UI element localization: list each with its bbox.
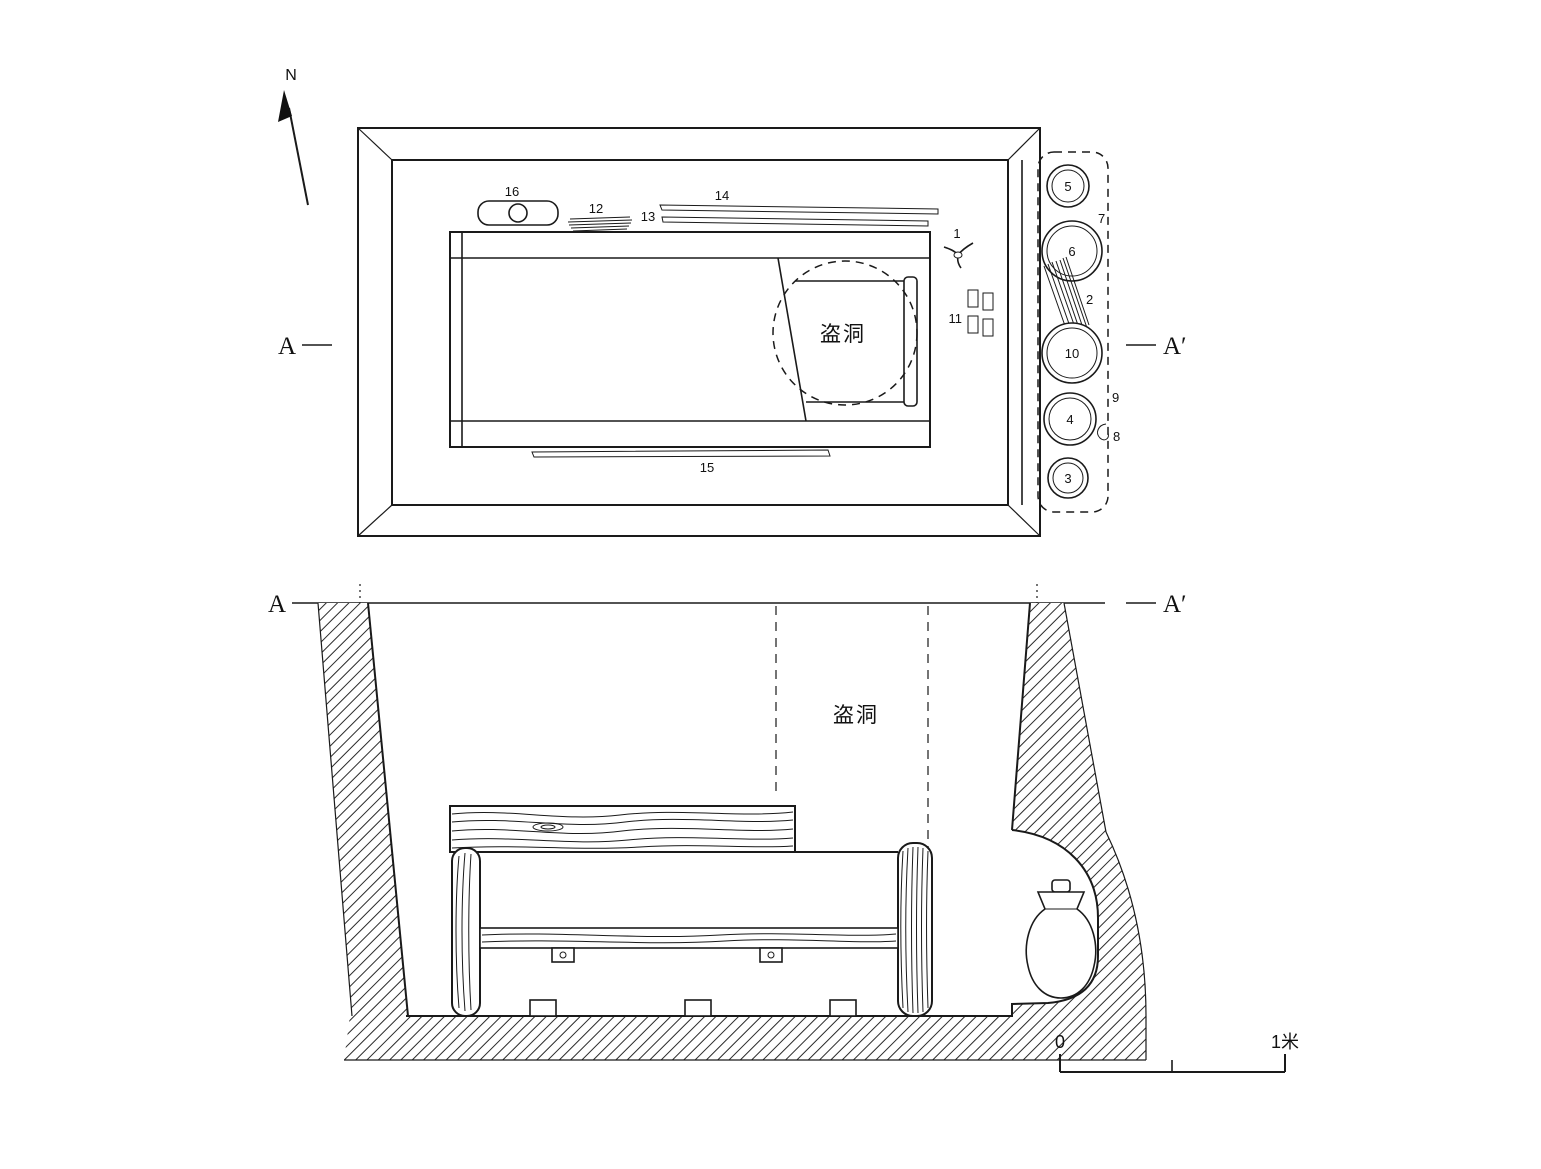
scale-bar: 0 1米 xyxy=(1055,1032,1299,1073)
vessel-5-label: 5 xyxy=(1064,179,1071,194)
niche-outline xyxy=(1037,151,1109,513)
niche-arch-outline xyxy=(1011,829,1099,1016)
north-arrow: N xyxy=(278,67,309,206)
artifact-1-label: 1 xyxy=(953,226,960,241)
floor-earth xyxy=(344,1016,1146,1060)
plan-pit-inner-edge xyxy=(391,159,1009,506)
plank-support-block xyxy=(759,947,783,963)
coffin-foot xyxy=(684,999,712,1017)
north-label: N xyxy=(285,67,297,84)
robber-hole-section: 盗洞 xyxy=(775,606,929,926)
robber-hole-outline xyxy=(772,260,918,406)
niche-pot xyxy=(1025,879,1097,999)
artifact-13: 13 xyxy=(641,209,929,227)
section-label-right: A′ xyxy=(1163,591,1187,618)
vessel-4: 4 xyxy=(1043,392,1097,446)
artifact-12: 12 xyxy=(567,201,633,232)
north-arrow-shaft xyxy=(288,107,309,206)
artifact-14-label: 14 xyxy=(715,188,729,203)
north-arrowhead-icon xyxy=(278,90,292,122)
vessel-4-label: 4 xyxy=(1066,412,1073,427)
broken-lid-edge xyxy=(777,257,807,422)
artifact-13-label: 13 xyxy=(641,209,655,224)
plan-pit-outer-edge xyxy=(357,127,1041,537)
plan-view: A A′ 盗洞 16 12 xyxy=(278,127,1187,537)
robber-hole-label: 盗洞 xyxy=(820,323,866,346)
plan-section-label-left: A xyxy=(278,333,296,360)
coffin-foot xyxy=(529,999,557,1017)
artifact-16-label: 16 xyxy=(505,184,519,199)
robber-hole-plan: 盗洞 xyxy=(772,260,918,406)
item-9-label: 9 xyxy=(1112,390,1119,405)
artifact-16: 16 xyxy=(477,184,559,226)
item-7-label: 7 xyxy=(1098,211,1105,226)
artifact-14: 14 xyxy=(659,188,939,215)
coffin-end-board-plan xyxy=(903,276,918,407)
coffin-bottom-plank xyxy=(479,927,899,949)
artifact-1: 1 xyxy=(943,226,974,269)
plan-section-label-right: A′ xyxy=(1163,333,1187,360)
pot-body xyxy=(1025,891,1097,999)
coffin-foot xyxy=(829,999,857,1017)
artifact-15: 15 xyxy=(531,449,831,475)
scale-unit-label: 1米 xyxy=(1271,1032,1299,1052)
vessel-3-label: 3 xyxy=(1064,471,1071,486)
vessel-6-label: 6 xyxy=(1068,244,1075,259)
artifact-15-label: 15 xyxy=(700,460,714,475)
vessel-10: 10 xyxy=(1041,322,1103,384)
artifact-11-label: 11 xyxy=(949,311,963,326)
section-view: A A′ 盗洞 xyxy=(268,584,1299,1073)
item-2-label: 2 xyxy=(1086,292,1093,307)
section-label-left: A xyxy=(268,591,286,618)
pot-lid-knob xyxy=(1051,879,1071,893)
scale-zero-label: 0 xyxy=(1055,1032,1065,1052)
artifact-12-label: 12 xyxy=(589,201,603,216)
plan-niche: 5 6 10 xyxy=(1037,151,1120,513)
vessel-5: 5 xyxy=(1046,164,1090,208)
artifact-11: 11 xyxy=(949,289,994,337)
hook-item xyxy=(1097,423,1109,441)
left-wall-earth xyxy=(318,603,408,1016)
vessel-3: 3 xyxy=(1047,457,1089,499)
robber-hole-section-label: 盗洞 xyxy=(833,704,879,727)
plank-support-block xyxy=(551,947,575,963)
right-wall-earth xyxy=(1012,603,1146,1016)
vessel-10-label: 10 xyxy=(1065,346,1079,361)
item-8-label: 8 xyxy=(1113,429,1120,444)
vessel-6: 6 xyxy=(1041,220,1103,282)
coffin-section xyxy=(449,805,933,1017)
